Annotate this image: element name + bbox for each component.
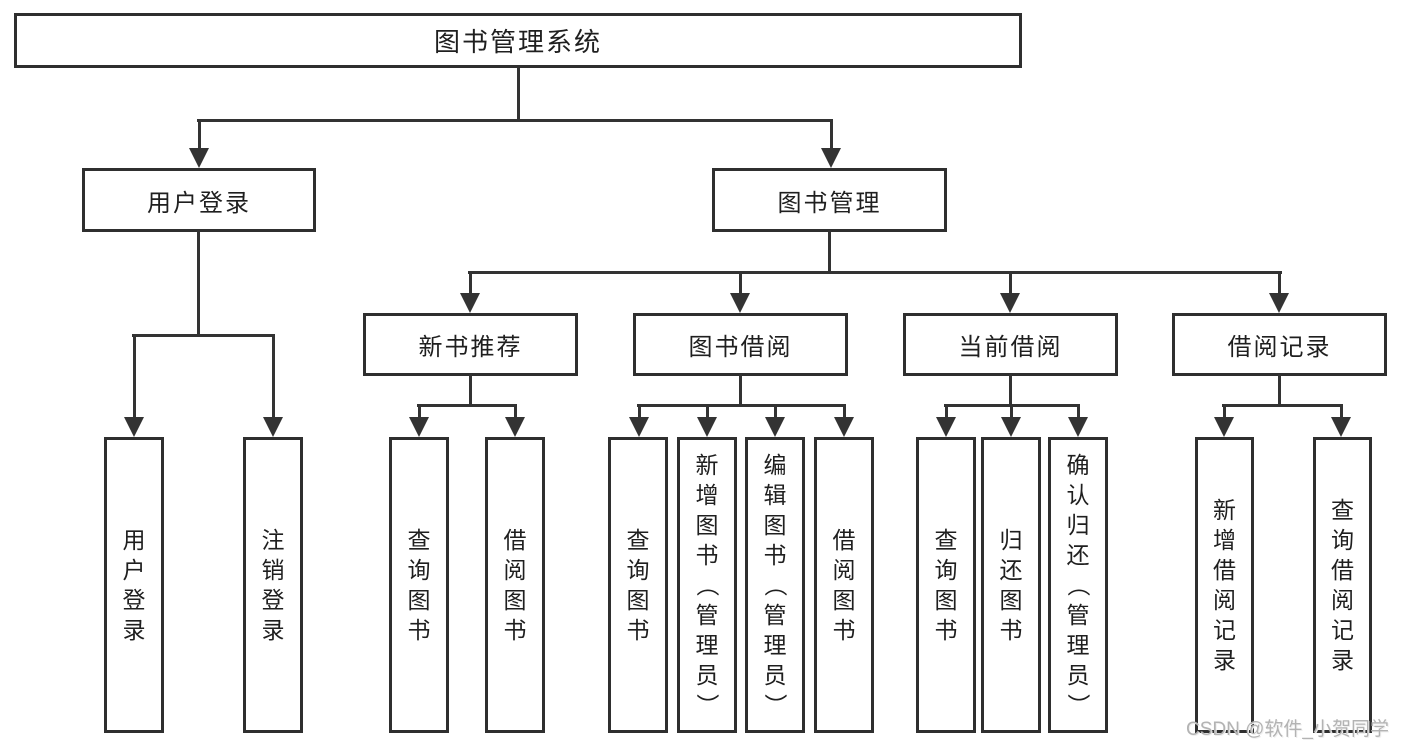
connector-user-login-rail	[132, 334, 275, 337]
arrow-to-leaf-return-book	[1001, 404, 1021, 437]
arrow-to-borrow-records	[1269, 271, 1289, 313]
arrowhead-icon	[1331, 417, 1351, 437]
connector-root-stub	[517, 68, 520, 122]
arrow-to-leaf-add-record	[1214, 404, 1234, 437]
arrowhead-icon	[1000, 293, 1020, 313]
arrow-to-leaf-edit-book	[765, 404, 785, 437]
arrow-to-leaf-query-record	[1331, 404, 1351, 437]
leaf-query-book-borrowing: 查询图书	[608, 437, 668, 733]
connector-current-borrowing-stub	[1009, 374, 1012, 407]
node-root: 图书管理系统	[14, 13, 1022, 68]
arrowhead-icon	[409, 417, 429, 437]
arrow-to-book-borrowing	[730, 271, 750, 313]
node-new-book-recommend-label: 新书推荐	[418, 334, 523, 361]
leaf-query-book-current-label: 查询图书	[934, 527, 958, 643]
connector-user-login-stub	[197, 230, 200, 337]
arrow-to-leaf-add-book	[697, 404, 717, 437]
arrowhead-icon	[1001, 417, 1021, 437]
connector-new-book-rail	[417, 404, 517, 407]
node-borrow-records-label: 借阅记录	[1227, 334, 1332, 361]
leaf-confirm-return-admin-label: 确认归还（管理员）	[1065, 452, 1091, 717]
leaf-edit-book-admin: 编辑图书（管理员）	[745, 437, 805, 733]
arrow-to-leaf-borrow-book-1	[505, 404, 525, 437]
arrow-to-current-borrowing	[1000, 271, 1020, 313]
arrowhead-icon	[124, 417, 144, 437]
arrow-to-leaf-query-book-1	[409, 404, 429, 437]
leaf-borrow-book-newrec-label: 借阅图书	[503, 527, 527, 643]
leaf-user-login-label: 用户登录	[122, 527, 146, 643]
arrowhead-icon	[189, 148, 209, 168]
leaf-query-book-borrowing-label: 查询图书	[626, 527, 650, 643]
arrowhead-icon	[1214, 417, 1234, 437]
leaf-confirm-return-admin: 确认归还（管理员）	[1048, 437, 1108, 733]
connector-level3-rail	[468, 271, 1282, 274]
node-book-management-label: 图书管理	[777, 189, 882, 217]
leaf-borrow-book-borrowing: 借阅图书	[814, 437, 874, 733]
leaf-query-borrow-record-label: 查询借阅记录	[1331, 497, 1354, 673]
leaf-logout: 注销登录	[243, 437, 303, 733]
leaf-add-book-admin: 新增图书（管理员）	[677, 437, 737, 733]
arrow-to-leaf-confirm-return	[1068, 404, 1088, 437]
arrowhead-icon	[505, 417, 525, 437]
node-user-login-group: 用户登录	[82, 168, 316, 232]
leaf-return-book: 归还图书	[981, 437, 1041, 733]
node-current-borrowing-label: 当前借阅	[958, 334, 1063, 361]
arrow-to-user-login-group	[189, 119, 209, 168]
arrowhead-icon	[460, 293, 480, 313]
leaf-user-login: 用户登录	[104, 437, 164, 733]
watermark-text: CSDN @软件_小贺同学	[1186, 719, 1389, 740]
leaf-add-borrow-record: 新增借阅记录	[1195, 437, 1254, 733]
node-borrow-records: 借阅记录	[1172, 313, 1387, 376]
connector-book-management-stub	[828, 230, 831, 274]
leaf-logout-label: 注销登录	[261, 527, 285, 643]
arrowhead-icon	[697, 417, 717, 437]
node-book-management: 图书管理	[712, 168, 947, 232]
arrowhead-icon	[730, 293, 750, 313]
arrowhead-icon	[821, 148, 841, 168]
leaf-add-borrow-record-label: 新增借阅记录	[1213, 497, 1236, 673]
node-book-borrowing: 图书借阅	[633, 313, 848, 376]
connector-book-borrowing-rail	[637, 404, 845, 407]
arrowhead-icon	[1068, 417, 1088, 437]
node-current-borrowing: 当前借阅	[903, 313, 1118, 376]
leaf-borrow-book-newrec: 借阅图书	[485, 437, 545, 733]
arrowhead-icon	[936, 417, 956, 437]
arrow-to-leaf-query-book-2	[629, 404, 649, 437]
connector-book-borrowing-stub	[739, 374, 742, 407]
arrow-to-leaf-logout	[263, 334, 283, 437]
arrowhead-icon	[629, 417, 649, 437]
leaf-query-borrow-record: 查询借阅记录	[1313, 437, 1372, 733]
arrowhead-icon	[1269, 293, 1289, 313]
arrowhead-icon	[834, 417, 854, 437]
node-new-book-recommend: 新书推荐	[363, 313, 578, 376]
leaf-query-book-newrec-label: 查询图书	[407, 527, 431, 643]
leaf-borrow-book-borrowing-label: 借阅图书	[832, 527, 856, 643]
node-user-login-group-label: 用户登录	[147, 189, 251, 217]
leaf-edit-book-admin-label: 编辑图书（管理员）	[762, 452, 788, 717]
leaf-return-book-label: 归还图书	[999, 527, 1023, 643]
arrow-to-leaf-user-login	[124, 334, 144, 437]
connector-borrow-records-stub	[1278, 374, 1281, 407]
arrow-to-leaf-query-book-3	[936, 404, 956, 437]
arrowhead-icon	[765, 417, 785, 437]
node-root-label: 图书管理系统	[433, 27, 602, 57]
leaf-query-book-current: 查询图书	[916, 437, 976, 733]
arrow-to-book-management	[821, 119, 841, 168]
connector-new-book-stub	[469, 374, 472, 407]
arrowhead-icon	[263, 417, 283, 437]
connector-level2-rail	[197, 119, 833, 122]
node-book-borrowing-label: 图书借阅	[688, 334, 793, 361]
arrow-to-leaf-borrow-book-2	[834, 404, 854, 437]
connector-borrow-records-rail	[1222, 404, 1343, 407]
leaf-add-book-admin-label: 新增图书（管理员）	[694, 452, 720, 717]
leaf-query-book-newrec: 查询图书	[389, 437, 449, 733]
arrow-to-new-book-recommend	[460, 271, 480, 313]
